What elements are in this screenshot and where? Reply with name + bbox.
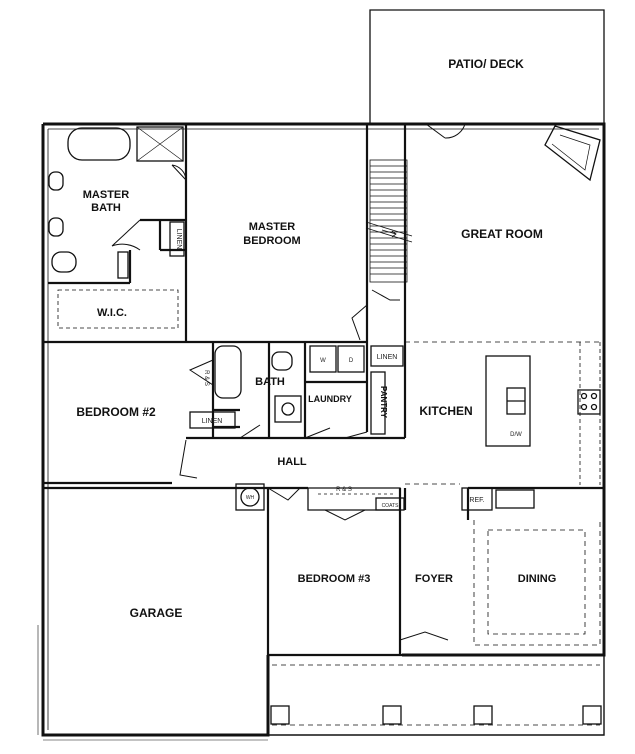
label-master-bath-1: MASTER [83, 189, 130, 201]
label-coats: COATS [382, 503, 400, 509]
label-foyer: FOYER [415, 573, 453, 585]
porch-column-3 [473, 705, 493, 725]
label-master-bedroom-2: BEDROOM [243, 235, 300, 247]
label-laundry: LAUNDRY [308, 394, 352, 404]
vanity-sink-1 [48, 171, 64, 191]
linen-kitchen [370, 345, 404, 367]
label-hall: HALL [277, 456, 307, 468]
label-master-bedroom-1: MASTER [249, 221, 296, 233]
label-bedroom-3: BEDROOM #3 [298, 573, 371, 585]
door-swings [111, 123, 466, 641]
label-rs-bed3: R & S [336, 487, 352, 493]
porch-column-4 [582, 705, 602, 725]
label-garage: GARAGE [130, 606, 183, 620]
front-porch [267, 655, 605, 736]
refrigerator [461, 487, 493, 511]
stairs [365, 159, 413, 283]
bathtub [67, 127, 131, 161]
label-patio-deck: PATIO/ DECK [448, 57, 524, 71]
water-heater [235, 483, 265, 511]
porch-column-2 [382, 705, 402, 725]
vanity-sink-2 [48, 217, 64, 237]
bath-sink [274, 395, 302, 423]
label-master-bath-2: BATH [91, 202, 121, 214]
range [577, 389, 601, 415]
fireplace [544, 125, 601, 182]
label-pantry: PANTRY [379, 386, 388, 419]
label-ref: REF. [469, 497, 484, 504]
linen-bed2 [189, 411, 236, 429]
pantry-closet [370, 371, 386, 435]
porch-column-1 [270, 705, 290, 725]
shower [136, 126, 184, 162]
linen-master [169, 221, 185, 257]
label-linen-bed2: LINEN [202, 418, 223, 425]
tub-small [214, 345, 242, 399]
label-bath: BATH [255, 376, 285, 388]
washer [309, 345, 337, 373]
label-rs-bed2: R & S [203, 370, 209, 386]
dining-light-area [487, 529, 586, 635]
patio-deck-outline [369, 9, 605, 124]
label-linen-master: LINEN [175, 229, 182, 250]
dryer [337, 345, 365, 373]
fixture-labels: LINEN LINEN LINEN R & S R & S COATS REF.… [175, 229, 522, 509]
exterior-wall [41, 122, 606, 737]
label-wic: W.I.C. [97, 307, 127, 319]
interior-walls [43, 124, 604, 657]
room-labels: PATIO/ DECK MASTER BATH MASTER BEDROOM G… [76, 57, 556, 620]
label-dining: DINING [518, 573, 557, 585]
kitchen-island [485, 355, 531, 447]
label-dw: D/W [510, 432, 522, 438]
label-dryer: D [349, 358, 354, 364]
label-bedroom-2: BEDROOM #2 [76, 405, 156, 419]
label-kitchen: KITCHEN [419, 404, 472, 418]
wic-shelving [57, 289, 179, 329]
label-washer: W [320, 358, 326, 364]
label-water-heater: WH [246, 495, 255, 501]
coats-closet [375, 497, 405, 511]
label-great-room: GREAT ROOM [461, 227, 543, 241]
toilet [51, 251, 77, 273]
bath-toilet [271, 351, 293, 371]
label-linen-kitchen: LINEN [377, 354, 398, 361]
